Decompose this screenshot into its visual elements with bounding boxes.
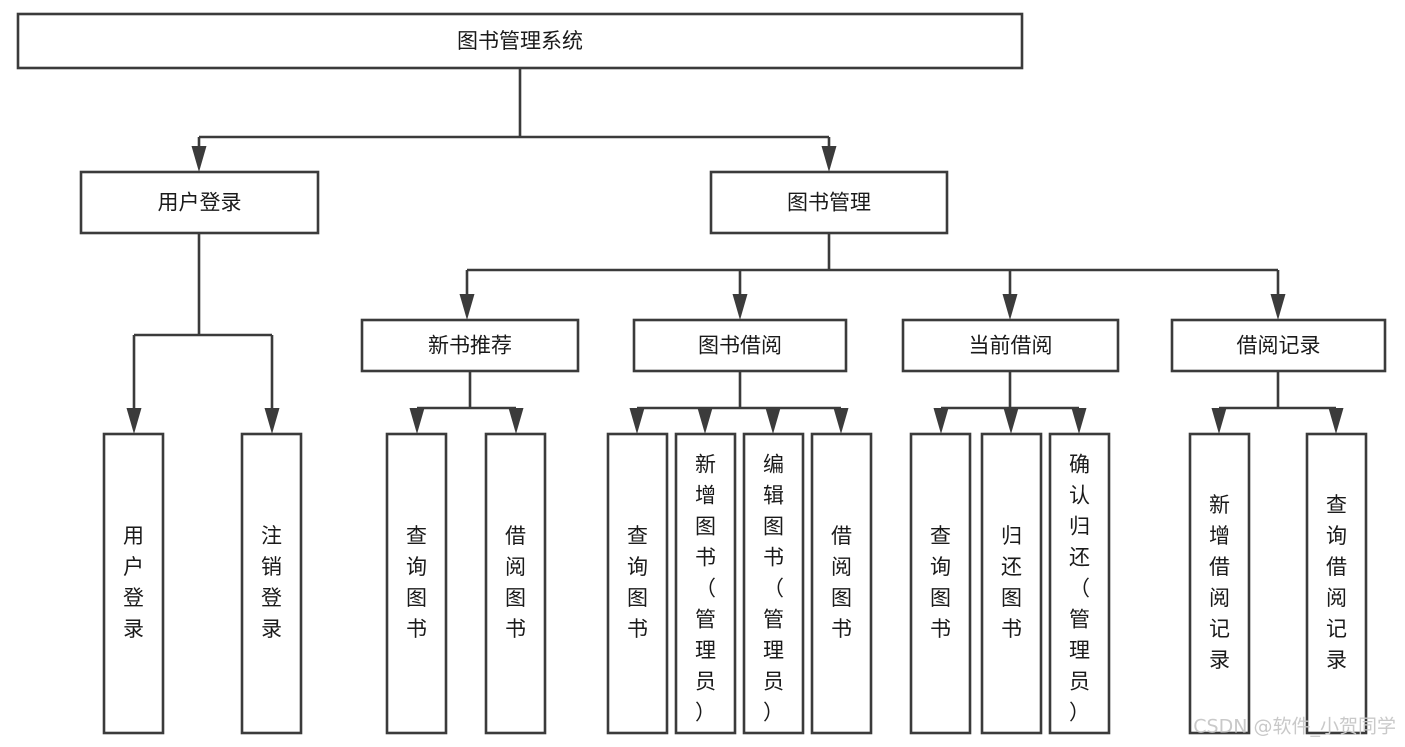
node-box-leaf-logout[interactable] [240, 432, 303, 735]
node-label-leaf-add-book-admin: 新增图书（管理员） [695, 453, 716, 725]
node-label-leaf-query-book-current: 查询图书 [930, 524, 951, 641]
connector-conn-current-borrow-bus [933, 371, 1087, 434]
node-label-leaf-query-book-new: 查询图书 [406, 524, 427, 641]
node-box-leaf-add-borrow-record[interactable] [1188, 432, 1251, 735]
node-box-book-borrow[interactable] [632, 318, 848, 373]
node-leaf-borrow-book-new[interactable]: 借阅图书 [484, 432, 547, 735]
connector-conn-borrow-record-bus [1211, 371, 1344, 434]
node-box-leaf-query-borrow-record[interactable] [1305, 432, 1368, 735]
node-book-management[interactable]: 图书管理 [709, 170, 949, 235]
node-leaf-query-book-new[interactable]: 查询图书 [385, 432, 448, 735]
node-box-leaf-add-book-admin[interactable] [674, 432, 737, 735]
node-label-leaf-edit-book-admin: 编辑图书（管理员） [763, 453, 784, 725]
connector-conn-book-borrow-bus [629, 371, 849, 434]
node-label-leaf-query-borrow-record: 查询借阅记录 [1326, 493, 1347, 672]
node-label-leaf-user-login: 用户登录 [123, 524, 144, 641]
node-label-new-book-recommend: 新书推荐 [428, 334, 512, 358]
node-label-leaf-return-book: 归还图书 [1001, 524, 1022, 641]
node-leaf-query-borrow-record[interactable]: 查询借阅记录 [1305, 432, 1368, 735]
node-leaf-borrow-book[interactable]: 借阅图书 [810, 432, 873, 735]
node-root[interactable]: 图书管理系统 [16, 12, 1024, 70]
node-leaf-confirm-return-admin[interactable]: 确认归还（管理员） [1048, 432, 1111, 735]
node-current-borrow[interactable]: 当前借阅 [901, 318, 1120, 373]
node-leaf-query-book-borrow[interactable]: 查询图书 [606, 432, 669, 735]
node-new-book-recommend[interactable]: 新书推荐 [360, 318, 580, 373]
node-label-borrow-record: 借阅记录 [1237, 334, 1321, 358]
node-label-book-management: 图书管理 [787, 191, 871, 215]
node-label-user-login: 用户登录 [158, 191, 242, 215]
node-box-current-borrow[interactable] [901, 318, 1120, 373]
connector-conn-book-management-bus [459, 233, 1286, 320]
node-borrow-record[interactable]: 借阅记录 [1170, 318, 1387, 373]
node-box-leaf-confirm-return-admin[interactable] [1048, 432, 1111, 735]
node-leaf-edit-book-admin[interactable]: 编辑图书（管理员） [742, 432, 805, 735]
node-label-leaf-borrow-book: 借阅图书 [831, 524, 852, 641]
node-box-leaf-query-book-current[interactable] [909, 432, 972, 735]
node-leaf-query-book-current[interactable]: 查询图书 [909, 432, 972, 735]
node-box-leaf-borrow-book-new[interactable] [484, 432, 547, 735]
connector-layer [126, 68, 1344, 434]
connector-conn-user-login-bus [126, 233, 280, 434]
node-label-root: 图书管理系统 [457, 29, 583, 53]
node-box-borrow-record[interactable] [1170, 318, 1387, 373]
node-label-current-borrow: 当前借阅 [969, 334, 1053, 358]
node-leaf-add-book-admin[interactable]: 新增图书（管理员） [674, 432, 737, 735]
node-box-leaf-user-login[interactable] [102, 432, 165, 735]
node-label-leaf-confirm-return-admin: 确认归还（管理员） [1069, 453, 1090, 725]
node-label-book-borrow: 图书借阅 [698, 334, 782, 358]
node-box-new-book-recommend[interactable] [360, 318, 580, 373]
node-leaf-user-login[interactable]: 用户登录 [102, 432, 165, 735]
node-leaf-return-book[interactable]: 归还图书 [980, 432, 1043, 735]
node-box-leaf-return-book[interactable] [980, 432, 1043, 735]
node-book-borrow[interactable]: 图书借阅 [632, 318, 848, 373]
node-label-leaf-query-book-borrow: 查询图书 [627, 524, 648, 641]
csdn-watermark: CSDN @软件_小贺同学 [1193, 716, 1396, 738]
connector-conn-root-bus [191, 68, 837, 172]
node-leaf-add-borrow-record[interactable]: 新增借阅记录 [1188, 432, 1251, 735]
node-box-leaf-borrow-book[interactable] [810, 432, 873, 735]
node-box-leaf-query-book-new[interactable] [385, 432, 448, 735]
node-box-user-login[interactable] [79, 170, 320, 235]
node-box-root[interactable] [16, 12, 1024, 70]
node-user-login[interactable]: 用户登录 [79, 170, 320, 235]
node-box-book-management[interactable] [709, 170, 949, 235]
node-label-leaf-logout: 注销登录 [261, 524, 282, 641]
node-leaf-logout[interactable]: 注销登录 [240, 432, 303, 735]
node-layer: 图书管理系统用户登录图书管理新书推荐图书借阅当前借阅借阅记录用户登录注销登录查询… [16, 12, 1387, 735]
node-box-leaf-edit-book-admin[interactable] [742, 432, 805, 735]
node-label-leaf-borrow-book-new: 借阅图书 [505, 524, 526, 641]
node-label-leaf-add-borrow-record: 新增借阅记录 [1209, 493, 1230, 672]
connector-conn-new-book-bus [409, 371, 524, 434]
node-box-leaf-query-book-borrow[interactable] [606, 432, 669, 735]
watermark-layer: CSDN @软件_小贺同学 [1193, 716, 1396, 738]
